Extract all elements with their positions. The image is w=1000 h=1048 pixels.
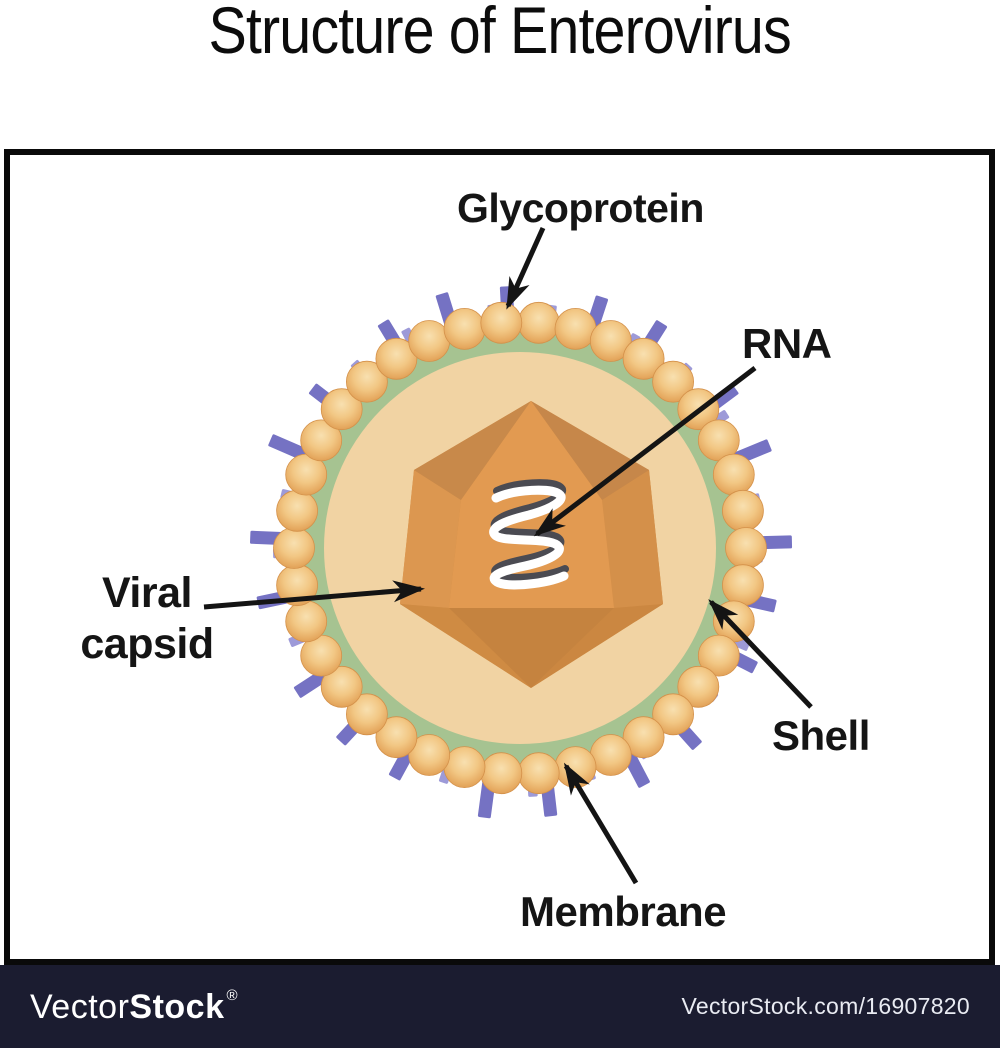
rna-strand	[489, 479, 569, 590]
watermark-bar: VectorStock® VectorStock.com/16907820	[0, 965, 1000, 1048]
label-viral-capsid: Viral capsid	[80, 569, 214, 668]
label-rna: RNA	[742, 320, 832, 367]
watermark-credit: VectorStock.com/16907820	[681, 993, 970, 1019]
logo-stock-text: Stock	[129, 987, 225, 1026]
label-shell: Shell	[772, 712, 870, 759]
diagram-frame	[4, 149, 995, 965]
page-title: Structure of Enterovirus	[0, 0, 1000, 68]
vectorstock-logo: VectorStock®	[30, 986, 238, 1026]
callout-arrows	[203, 226, 813, 885]
label-glycoprotein: Glycoprotein	[457, 185, 704, 231]
arrow-shell	[708, 599, 813, 709]
registered-mark-icon: ®	[226, 986, 238, 1004]
page-title-text: Structure of Enterovirus	[208, 0, 792, 67]
membrane-bump-group	[273, 301, 767, 795]
arrow-rna	[533, 366, 757, 537]
arrow-glycoprotein	[505, 226, 546, 310]
arrow-membrane	[563, 762, 639, 885]
arrow-viral-capsid	[203, 580, 425, 610]
label-membrane: Membrane	[520, 888, 727, 935]
logo-vector-text: Vector	[30, 987, 130, 1026]
